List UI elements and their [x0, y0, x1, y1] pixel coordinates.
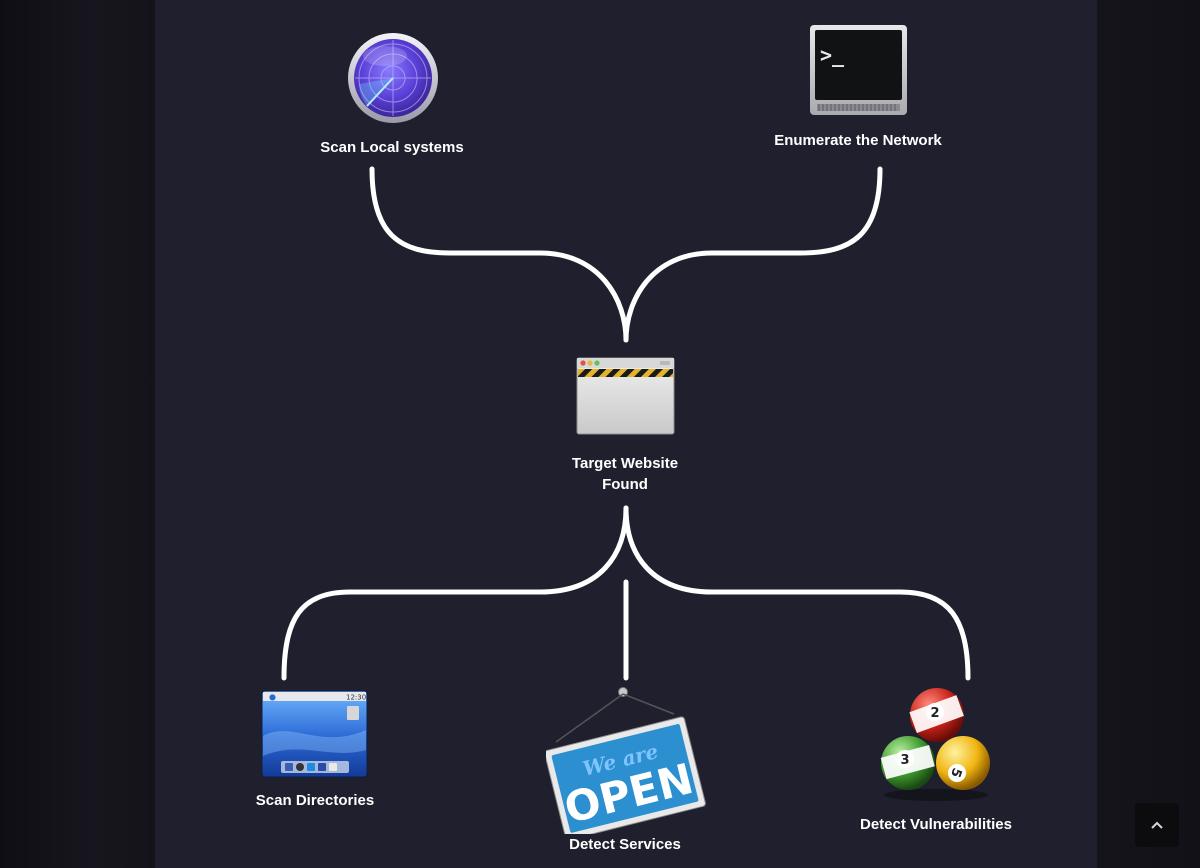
target-label-line2: Found [602, 476, 648, 493]
chevron-up-icon [1151, 821, 1163, 829]
open-sign-icon: We are OPEN [544, 684, 706, 841]
browser-window-icon [576, 357, 675, 435]
desktop-screen-icon: ● 12:30 [261, 690, 368, 778]
connector-scan-dirs [281, 505, 629, 681]
connector-scan-local [369, 166, 629, 343]
ball-2: 2 [930, 706, 939, 721]
scan-local-label: Scan Local systems [320, 139, 464, 156]
scan-dirs-label: Scan Directories [255, 792, 375, 809]
right-backdrop [1097, 0, 1200, 868]
scroll-to-top-button[interactable] [1135, 803, 1179, 847]
left-backdrop [0, 0, 155, 868]
svg-text:●: ● [269, 693, 276, 702]
terminal-icon: >_ [809, 24, 908, 116]
detect-vulns-label: Detect Vulnerabilities [860, 816, 1012, 833]
radar-icon [347, 32, 439, 124]
terminal-prompt: >_ [820, 43, 845, 67]
billiard-balls-icon: 2 3 5 [879, 685, 993, 803]
enumerate-label: Enumerate the Network [774, 132, 942, 149]
connector-enumerate [623, 166, 883, 343]
detect-services-label: Detect Services [569, 836, 681, 853]
target-label-line1: Target Website [571, 455, 679, 472]
connector-detect-vulns [623, 505, 971, 681]
desktop-clock: 12:30 [346, 694, 366, 702]
ball-3: 3 [900, 753, 909, 768]
